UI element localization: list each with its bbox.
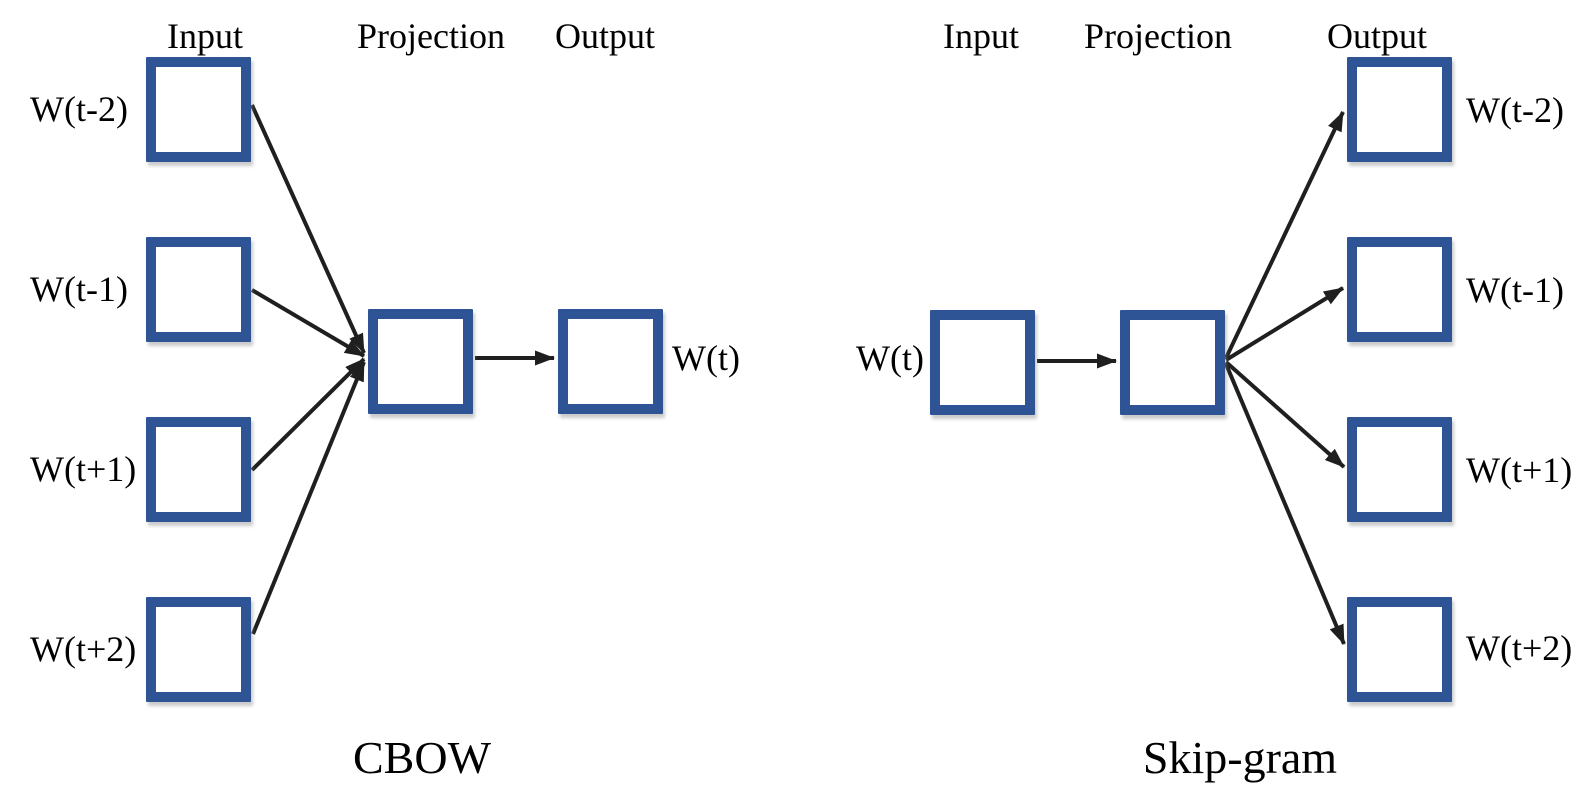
- cbow-header-output: Output: [554, 16, 655, 56]
- skipgram-input-label: W(t): [856, 338, 924, 378]
- cbow-input-box-2: [146, 237, 251, 342]
- skipgram-output-box-4: [1347, 597, 1452, 702]
- cbow-arrow-input2-to-projection: [250, 288, 366, 358]
- skipgram-output-box-3: [1347, 417, 1452, 522]
- cbow-input-label-4: W(t+2): [30, 629, 137, 669]
- cbow-arrow-input1-to-projection: [250, 104, 366, 354]
- cbow-output-box: [558, 309, 663, 414]
- skipgram-output-label-3: W(t+1): [1466, 450, 1573, 490]
- cbow-input-label-1: W(t-2): [30, 89, 128, 129]
- cbow-arrow-input3-to-projection: [250, 357, 366, 472]
- skipgram-arrow-projection-to-output1: [1224, 111, 1345, 359]
- cbow-input-box-3: [146, 417, 251, 522]
- cbow-input-label-2: W(t-1): [30, 269, 128, 309]
- skipgram-output-label-1: W(t-2): [1466, 90, 1564, 130]
- skipgram-header-input: Input: [943, 16, 1019, 56]
- skipgram-input-box: [930, 310, 1035, 415]
- cbow-output-label: W(t): [672, 338, 740, 378]
- skipgram-output-label-4: W(t+2): [1466, 628, 1573, 668]
- cbow-projection-box: [368, 309, 473, 414]
- skipgram-projection-box: [1120, 310, 1225, 415]
- skipgram-header-projection: Projection: [1084, 16, 1232, 56]
- cbow-input-box-4: [146, 597, 251, 702]
- cbow-header-input: Input: [167, 16, 243, 56]
- skipgram-title: Skip-gram: [1142, 732, 1338, 783]
- skipgram-header-output: Output: [1326, 16, 1427, 56]
- cbow-header-projection: Projection: [357, 16, 505, 56]
- cbow-input-box-1: [146, 57, 251, 162]
- cbow-input-label-3: W(t+1): [30, 449, 137, 489]
- skipgram-arrow-projection-to-output3: [1224, 360, 1346, 469]
- skipgram-output-box-2: [1347, 237, 1452, 342]
- skipgram-output-box-1: [1347, 57, 1452, 162]
- skipgram-output-label-2: W(t-1): [1466, 270, 1564, 310]
- skipgram-arrow-projection-to-output4: [1224, 363, 1346, 645]
- cbow-arrow-input4-to-projection: [251, 361, 366, 635]
- cbow-title: CBOW: [353, 732, 491, 783]
- skipgram-arrow-projection-to-output2: [1224, 286, 1345, 362]
